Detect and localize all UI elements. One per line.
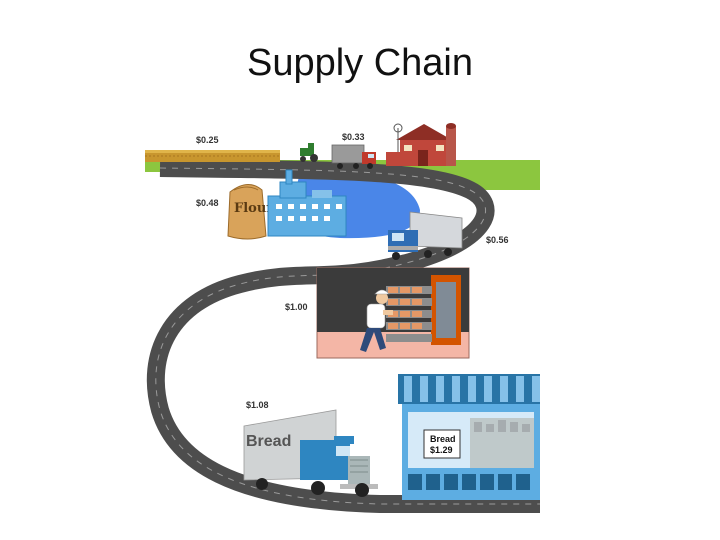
price-label-bread-truck: $1.08 xyxy=(246,400,269,410)
flour-truck-icon xyxy=(388,211,463,260)
bread-truck-icon xyxy=(243,409,378,497)
store-sign-line1: Bread xyxy=(430,434,456,444)
flour-mill-icon xyxy=(267,169,347,237)
wheat-field xyxy=(145,150,280,162)
bread-store-icon xyxy=(398,374,540,500)
flour-bag-icon xyxy=(227,184,267,240)
worker-icon xyxy=(360,289,393,352)
bread-truck-label: Bread xyxy=(246,433,291,450)
tractor-icon xyxy=(300,143,318,162)
price-label-wheat: $0.25 xyxy=(196,135,219,145)
price-label-grain-truck: $0.33 xyxy=(342,132,365,142)
slide-title: Supply Chain xyxy=(246,42,474,84)
flour-bag-label: Flour xyxy=(234,201,273,216)
price-label-flour-truck: $0.56 xyxy=(486,235,509,245)
farm-barn-icon xyxy=(386,123,456,166)
price-label-flour-mill: $0.48 xyxy=(196,198,219,208)
grain-truck-icon xyxy=(331,144,376,169)
price-label-bakery: $1.00 xyxy=(285,302,308,312)
store-sign-line2: $1.29 xyxy=(430,445,453,455)
road-centerline xyxy=(155,167,540,505)
